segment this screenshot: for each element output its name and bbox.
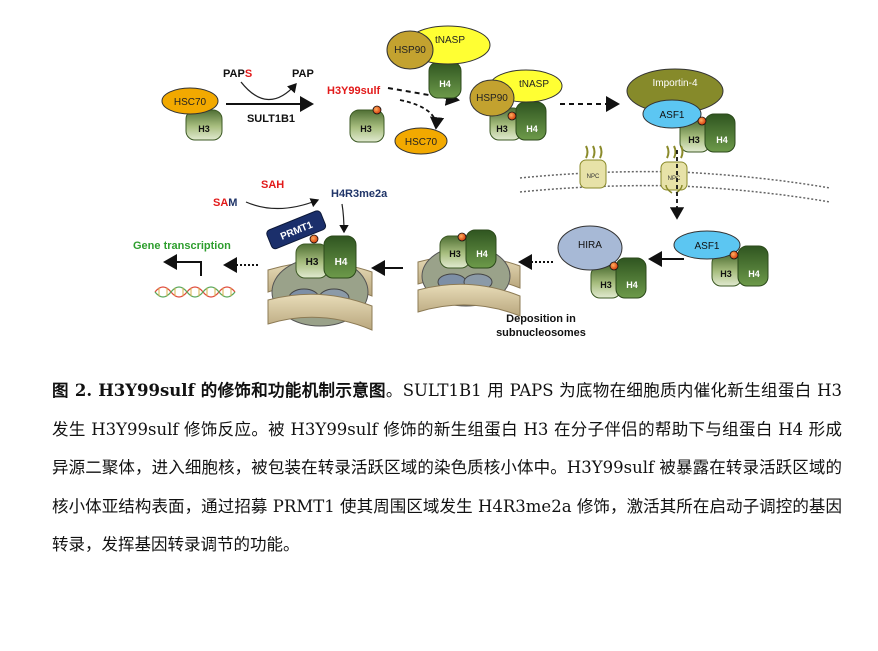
asf1-label: ASF1: [694, 241, 719, 252]
released-hsc70: HSC70: [394, 127, 448, 155]
prmt1-enzyme: [266, 210, 327, 250]
sam-m-label: M: [228, 197, 237, 209]
asf1-chaperone: [642, 99, 702, 129]
hsc70-chaperone: [161, 87, 219, 115]
sult1b1-label: SULT1B1: [247, 113, 295, 125]
sulfation-site: [372, 105, 382, 115]
hsp90-chaperone: [386, 30, 434, 70]
h4-label: H4: [476, 249, 488, 259]
paps-s-label: S: [245, 68, 252, 80]
paps-reaction: PAPS PAP SULT1B1: [223, 68, 314, 125]
nucleosome-prmt1: PRMT1 H3 H4: [266, 210, 373, 331]
importin-label: Importin-4: [652, 78, 697, 89]
sulfation-site: [697, 116, 707, 126]
hira-h3h4-complex: HIRA H3 H4: [557, 225, 647, 299]
methyl-mark-arrow: [339, 203, 349, 234]
h3-label: H3: [198, 124, 210, 134]
h4-label: H4: [626, 280, 638, 290]
hira-chaperone: [557, 225, 623, 271]
methylation-reaction: SAH SAM H4R3me2a: [213, 179, 388, 234]
npc-label: NPC: [587, 174, 600, 180]
sah-label: SAH: [261, 179, 284, 191]
h4-histone: [465, 229, 497, 269]
mechanism-diagram: HSC70 H3 PAPS PAP SULT1B1 H3Y99sulf H3 H…: [133, 25, 831, 339]
tnasp-label: tNASP: [435, 35, 465, 46]
h4-label: H4: [716, 135, 728, 145]
hsc70-label: HSC70: [405, 137, 438, 148]
h3-label: H3: [449, 249, 461, 259]
asf1-chaperone: [673, 230, 741, 260]
svg-text:PAPS: PAPS: [223, 68, 252, 80]
caption-label: 图 2. H3Y99sulf 的修饰和功能机制示意图: [52, 381, 386, 400]
sulfated-h3: H3Y99sulf H3: [327, 85, 385, 143]
h4-histone: [515, 101, 547, 141]
paps-curve-arrow: [240, 81, 297, 101]
h3-label: H3: [688, 135, 700, 145]
hsc70-h3-complex: HSC70 H3: [161, 87, 223, 141]
npc-pore: NPC: [579, 145, 607, 189]
deposition-label-line1: Deposition in: [506, 313, 576, 325]
sulfation-site: [729, 250, 739, 260]
h3-label: H3: [600, 280, 612, 290]
hsp90-tnasp-h3h4-complex: HSP90 tNASP H3 H4: [469, 69, 563, 141]
deposition-label-line2: subnucleosomes: [496, 327, 586, 339]
sam-label: SA: [213, 197, 228, 209]
sam-curve-arrow: [245, 198, 320, 210]
h4-histone: [704, 113, 736, 153]
transcription-arrow: [163, 254, 202, 276]
sulfation-site: [309, 234, 319, 244]
dashed-arrow-release-hsc70: [399, 99, 445, 130]
sulfation-site: [507, 111, 517, 121]
h3y99sulf-label: H3Y99sulf: [327, 85, 381, 97]
nucleosome-deposition: H3 H4 Deposition in subnucleosomes: [417, 229, 586, 339]
svg-text:SAM: SAM: [213, 197, 237, 209]
sulfation-site: [457, 232, 467, 242]
asf1-label: ASF1: [659, 110, 684, 121]
nuclear-envelope: NPC NPC: [519, 145, 831, 220]
h4-histone: [737, 245, 769, 287]
hsc70-label: HSC70: [174, 97, 207, 108]
h4-histone: [323, 235, 357, 279]
dashed-arrow-to-hsp90: [387, 87, 460, 106]
npc-pore: NPC: [660, 145, 688, 194]
sulfation-site: [609, 261, 619, 271]
figure-caption: 图 2. H3Y99sulf 的修饰和功能机制示意图。SULT1B1 用 PAP…: [52, 372, 842, 565]
h4-label: H4: [335, 257, 348, 268]
npc-label: NPC: [668, 176, 681, 182]
h3-label: H3: [360, 124, 372, 134]
hsp90-label: HSP90: [394, 45, 426, 56]
h4-histone: [615, 257, 647, 299]
pap-label: PAP: [292, 68, 314, 80]
h4r3me2a-label: H4R3me2a: [331, 188, 388, 200]
hsp90-tnasp-h4-complex: HSP90 tNASP H4: [386, 25, 491, 99]
gene-transcription-label: Gene transcription: [133, 240, 231, 252]
gene-transcription: Gene transcription: [133, 240, 236, 298]
h3-label: H3: [306, 257, 319, 268]
tnasp-label: tNASP: [519, 79, 549, 90]
caption-text: 。SULT1B1 用 PAPS 为底物在细胞质内催化新生组蛋白 H3 发生 H3…: [52, 381, 842, 555]
h4-label: H4: [439, 79, 451, 89]
h3-label: H3: [496, 124, 508, 134]
h4-label: H4: [526, 124, 538, 134]
hsc70-chaperone: [394, 127, 448, 155]
hsp90-chaperone: [469, 79, 515, 117]
importin-asf1-h3h4-complex: Importin-4 ASF1 H3 H4: [626, 68, 736, 153]
h3-label: H3: [720, 269, 732, 279]
hsp90-label: HSP90: [476, 93, 508, 104]
hira-label: HIRA: [578, 240, 602, 251]
paps-label: PAP: [223, 68, 245, 80]
h3-histone: [349, 109, 385, 143]
dna-helix: [154, 286, 236, 298]
h4-label: H4: [748, 269, 760, 279]
asf1-h3h4-nuclear: ASF1 H3 H4: [673, 230, 769, 287]
